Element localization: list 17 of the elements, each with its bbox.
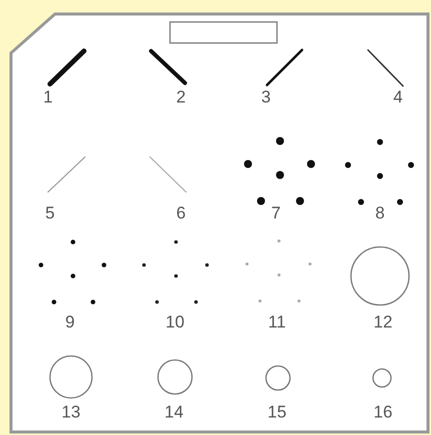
callout-number: 11 bbox=[268, 314, 286, 330]
callout-number: 16 bbox=[374, 404, 392, 420]
callout-number: 15 bbox=[268, 404, 286, 420]
callout-number: 2 bbox=[176, 88, 186, 106]
callout-number: 4 bbox=[393, 88, 403, 106]
label-slot bbox=[169, 21, 278, 44]
callout-number: 6 bbox=[176, 204, 186, 222]
callout-number: 8 bbox=[375, 204, 385, 222]
callout-number: 5 bbox=[45, 204, 55, 222]
callout-number: 1 bbox=[43, 88, 53, 106]
callout-number: 10 bbox=[166, 314, 184, 330]
callout-number: 3 bbox=[261, 88, 271, 106]
callout-number: 12 bbox=[374, 314, 392, 330]
callout-number: 14 bbox=[164, 404, 184, 420]
callout-number: 7 bbox=[271, 204, 281, 222]
callout-number: 13 bbox=[62, 404, 80, 420]
callout-number: 9 bbox=[65, 314, 75, 330]
